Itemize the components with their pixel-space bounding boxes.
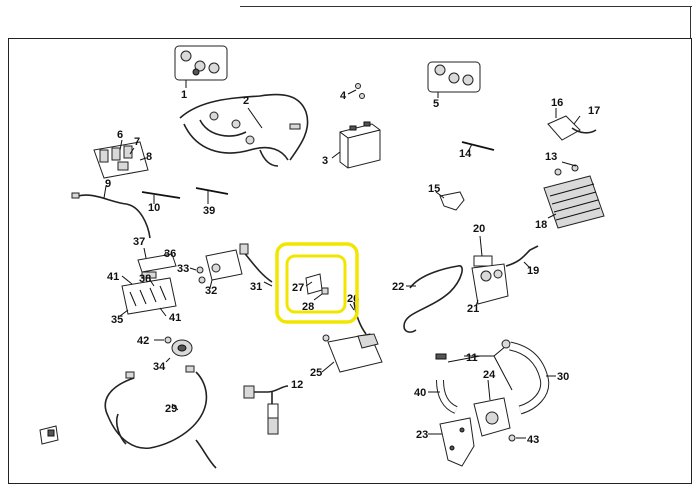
part-39-strap[interactable] xyxy=(195,187,229,204)
callout-32: 32 xyxy=(205,285,217,297)
part-33-bolts[interactable] xyxy=(189,266,206,284)
part-14-strap[interactable] xyxy=(461,141,495,153)
callout-42: 42 xyxy=(137,335,149,347)
part-16-17-relay[interactable] xyxy=(547,108,597,141)
part-19-hose[interactable] xyxy=(505,245,539,269)
diagram-frame xyxy=(8,38,692,484)
part-18-regulator[interactable] xyxy=(543,175,605,229)
callout-8: 8 xyxy=(146,151,152,163)
callout-30: 30 xyxy=(557,371,569,383)
part-20-21-pump[interactable] xyxy=(471,235,509,307)
callout-39: 39 xyxy=(203,205,215,217)
callout-20: 20 xyxy=(473,223,485,235)
part-15-bracket[interactable] xyxy=(435,191,465,211)
part-1-connectors[interactable] xyxy=(174,45,228,88)
part-22-cable[interactable] xyxy=(403,265,463,333)
part-small-bracket[interactable] xyxy=(39,425,59,445)
part-3-battery[interactable] xyxy=(331,121,381,169)
part-32-ignition-coil[interactable] xyxy=(205,249,243,289)
callout-12: 12 xyxy=(291,379,303,391)
part-12-sensor[interactable] xyxy=(243,385,289,435)
top-border-line xyxy=(240,6,692,7)
callout-40: 40 xyxy=(414,387,426,399)
callout-34: 34 xyxy=(153,361,166,373)
callout-3: 3 xyxy=(322,155,328,167)
part-26-lead[interactable] xyxy=(322,301,367,342)
callout-31: 31 xyxy=(250,281,262,293)
part-25-ecu[interactable] xyxy=(321,333,383,373)
callout-22: 22 xyxy=(392,281,404,293)
part-11-clamps[interactable] xyxy=(435,339,513,391)
part-30-hose[interactable] xyxy=(508,341,556,415)
part-9-cable[interactable] xyxy=(71,185,151,239)
callout-25: 25 xyxy=(310,367,322,379)
part-23-bracket[interactable] xyxy=(428,417,475,467)
callout-1: 1 xyxy=(181,89,187,101)
part-31-coil-lead[interactable] xyxy=(239,243,273,287)
part-27-28-relay[interactable] xyxy=(305,273,329,301)
callout-19: 19 xyxy=(527,265,539,277)
callout-41a: 41 xyxy=(107,271,119,283)
callout-33: 33 xyxy=(177,263,189,275)
callout-23: 23 xyxy=(416,429,428,441)
callout-11: 11 xyxy=(466,352,478,364)
callout-38: 38 xyxy=(139,273,151,285)
part-2-main-harness[interactable] xyxy=(179,93,309,167)
callout-6: 6 xyxy=(117,129,123,141)
callout-16: 16 xyxy=(551,97,563,109)
callout-43: 43 xyxy=(527,434,539,446)
part-34-horn[interactable] xyxy=(165,339,193,363)
callout-15: 15 xyxy=(428,183,440,195)
callout-9: 9 xyxy=(105,178,111,190)
part-40-clamp[interactable] xyxy=(428,379,458,414)
part-43-bolt[interactable] xyxy=(508,434,526,442)
callout-36: 36 xyxy=(164,248,176,260)
part-35-fuse-box[interactable] xyxy=(119,277,177,317)
callout-35: 35 xyxy=(111,314,123,326)
part-29-harness[interactable] xyxy=(104,365,217,469)
callout-7: 7 xyxy=(134,136,140,148)
callout-10: 10 xyxy=(148,202,160,214)
callout-13: 13 xyxy=(545,151,557,163)
part-24-pump-body[interactable] xyxy=(473,379,511,437)
part-36-38-fuse-cover[interactable] xyxy=(137,247,177,287)
callout-27: 27 xyxy=(292,282,304,294)
callout-4: 4 xyxy=(340,90,347,102)
callout-21: 21 xyxy=(467,303,479,315)
part-13-screws[interactable] xyxy=(554,161,579,176)
highlight-frame xyxy=(275,242,359,324)
callout-14: 14 xyxy=(459,148,472,160)
part-6-8-switch-assembly[interactable] xyxy=(93,139,149,179)
callout-41b: 41 xyxy=(169,312,181,324)
part-10-strap[interactable] xyxy=(141,191,181,204)
part-42-bolt[interactable] xyxy=(154,336,172,344)
part-4-bolts[interactable] xyxy=(347,83,365,99)
top-border-corner xyxy=(690,6,691,38)
callout-17: 17 xyxy=(588,105,600,117)
callout-29: 29 xyxy=(165,403,177,415)
callout-28: 28 xyxy=(302,301,314,313)
callout-5: 5 xyxy=(433,98,439,110)
part-41-fuse-holder[interactable] xyxy=(121,275,167,317)
callout-18: 18 xyxy=(535,219,547,231)
callout-24: 24 xyxy=(483,369,496,381)
callout-37: 37 xyxy=(133,236,145,248)
callout-2: 2 xyxy=(243,95,249,107)
part-5-connectors[interactable] xyxy=(427,61,481,98)
